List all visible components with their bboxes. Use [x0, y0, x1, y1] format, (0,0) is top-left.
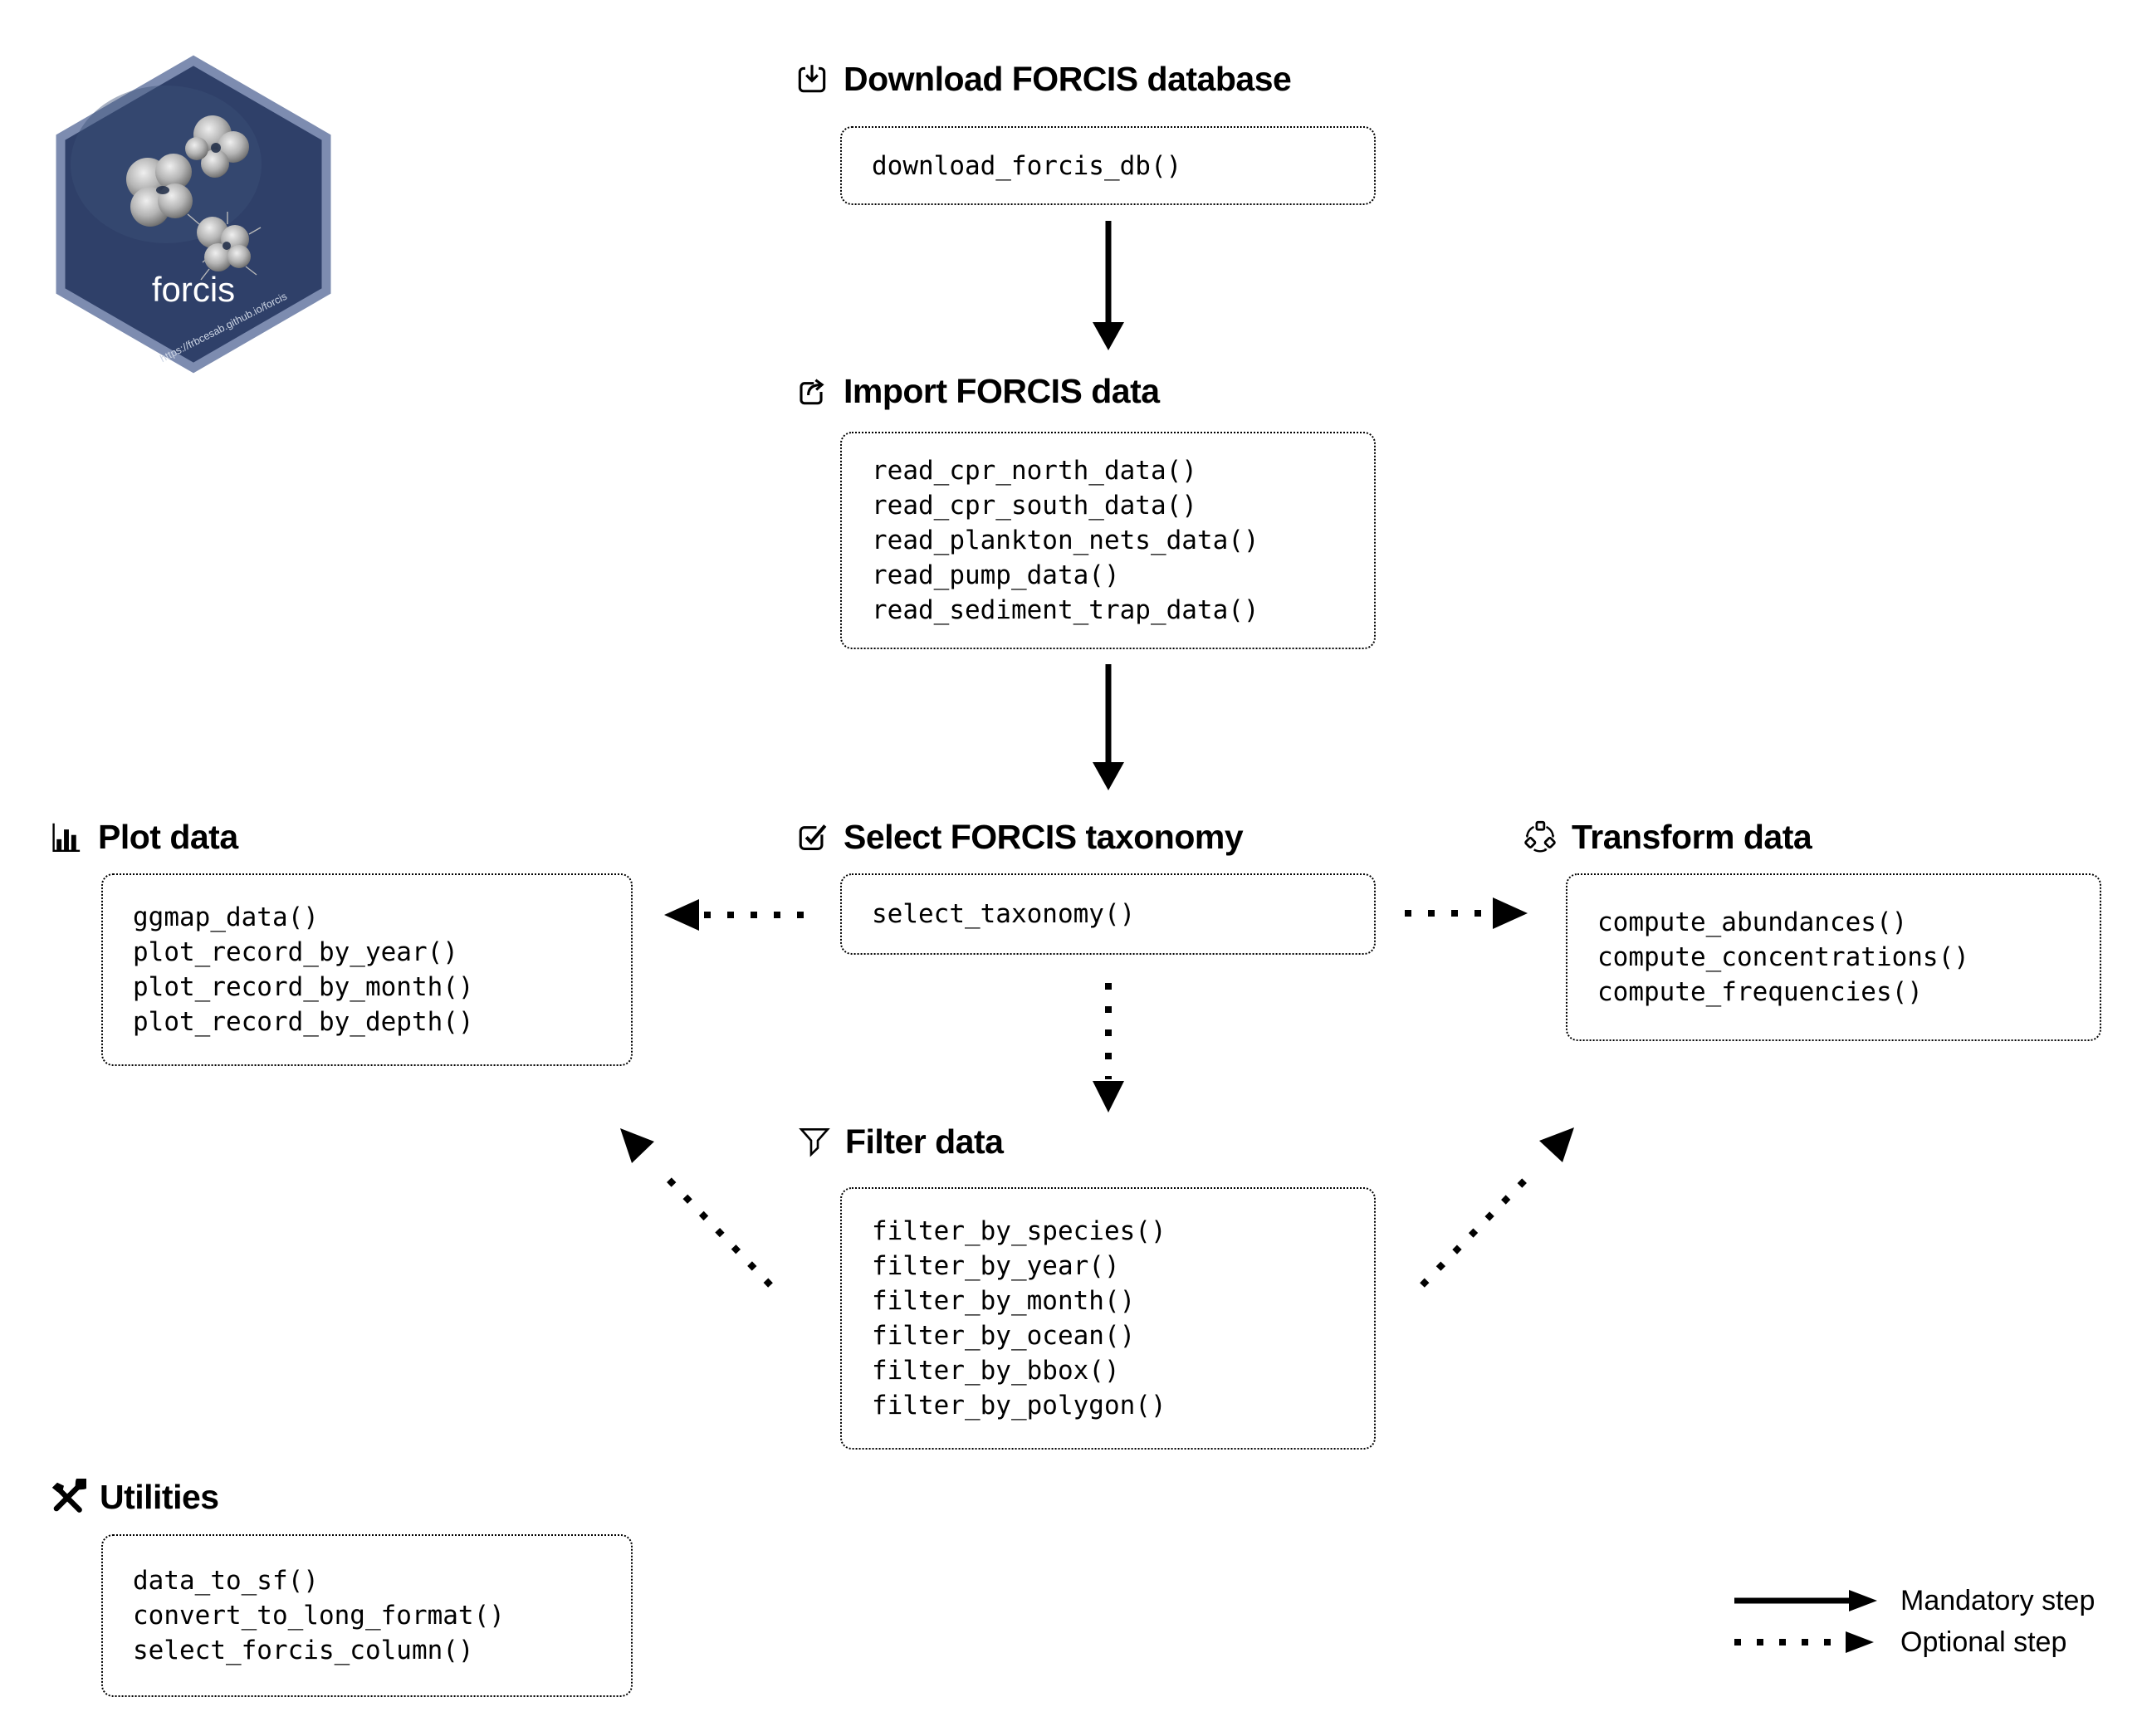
arrow-filter-to-plot	[620, 1128, 773, 1288]
download-icon	[798, 64, 826, 92]
step-title: Select FORCIS taxonomy	[844, 818, 1244, 856]
legend: Mandatory step Optional step	[1731, 1584, 2095, 1659]
function-label: select_forcis_column()	[133, 1636, 474, 1665]
function-label: read_plankton_nets_data()	[872, 526, 1259, 555]
function-label: filter_by_year()	[872, 1251, 1120, 1281]
function-label: convert_to_long_format()	[133, 1601, 505, 1631]
heading-utilities: Utilities	[48, 1478, 219, 1517]
import-icon	[800, 378, 824, 404]
legend-mandatory-label: Mandatory step	[1900, 1584, 2096, 1616]
function-label: compute_abundances()	[1597, 907, 1908, 937]
download-function-box: download_forcis_db()	[840, 126, 1376, 205]
foraminifera-image-left	[126, 154, 193, 227]
arrow-filter-to-transform	[1420, 1127, 1574, 1288]
legend-optional-row: Optional step	[1731, 1626, 2095, 1659]
function-label: select_taxonomy()	[872, 899, 1136, 929]
heading-taxonomy: Select FORCIS taxonomy	[794, 818, 1244, 857]
arrow-taxonomy-to-filter	[1093, 983, 1124, 1113]
function-label: filter_by_species()	[872, 1216, 1166, 1246]
taxonomy-function-box: select_taxonomy()	[840, 873, 1376, 955]
function-label: read_pump_data()	[872, 560, 1120, 590]
plot-function-box: ggmap_data() plot_record_by_year() plot_…	[101, 873, 633, 1066]
legend-optional-label: Optional step	[1900, 1626, 2067, 1658]
function-label: filter_by_ocean()	[872, 1321, 1136, 1351]
transform-function-box: compute_abundances() compute_concentrati…	[1566, 873, 2101, 1041]
heading-import: Import FORCIS data	[794, 372, 1160, 411]
function-label: compute_concentrations()	[1597, 942, 1969, 972]
import-function-box: read_cpr_north_data() read_cpr_south_dat…	[840, 432, 1376, 649]
tools-icon	[51, 1478, 86, 1513]
function-label: filter_by_polygon()	[872, 1391, 1166, 1421]
heading-download: Download FORCIS database	[794, 60, 1292, 99]
legend-mandatory-row: Mandatory step	[1731, 1584, 2095, 1617]
logo-title: forcis	[152, 270, 235, 309]
function-label: download_forcis_db()	[872, 150, 1182, 181]
heading-filter: Filter data	[797, 1122, 1004, 1161]
heading-transform: Transform data	[1522, 818, 1812, 857]
function-label: compute_frequencies()	[1597, 977, 1923, 1007]
bar-chart-icon	[52, 823, 81, 852]
function-label: filter_by_bbox()	[872, 1356, 1120, 1386]
arrow-taxonomy-to-plot	[664, 899, 804, 931]
step-title: Filter data	[845, 1122, 1004, 1161]
transform-cycle-icon	[1524, 820, 1556, 853]
check-square-icon	[799, 824, 827, 850]
heading-plot: Plot data	[48, 818, 238, 857]
step-title: Plot data	[98, 818, 238, 856]
hexagon-sticker	[56, 55, 331, 374]
foraminifera-image-top	[185, 115, 249, 178]
forcis-hex-logo: forcis https://frbcesab.github.io/forcis	[56, 55, 331, 374]
function-label: plot_record_by_year()	[133, 937, 458, 967]
step-title: Transform data	[1572, 818, 1812, 856]
funnel-icon	[799, 1127, 830, 1157]
arrow-import-to-taxonomy	[1093, 664, 1124, 790]
legend-optional-arrow	[1734, 1631, 1874, 1653]
function-label: read_cpr_north_data()	[872, 456, 1197, 486]
legend-mandatory-arrow	[1734, 1590, 1877, 1611]
step-title: Utilities	[100, 1478, 219, 1516]
function-label: read_sediment_trap_data()	[872, 595, 1259, 625]
function-label: ggmap_data()	[133, 902, 319, 932]
step-title: Download FORCIS database	[844, 60, 1292, 98]
arrow-download-to-import	[1093, 221, 1124, 350]
filter-function-box: filter_by_species() filter_by_year() fil…	[840, 1187, 1376, 1450]
function-label: read_cpr_south_data()	[872, 491, 1197, 521]
function-label: plot_record_by_month()	[133, 972, 474, 1002]
foraminifera-image-bottom	[187, 212, 262, 281]
function-label: filter_by_month()	[872, 1286, 1136, 1316]
function-label: data_to_sf()	[133, 1566, 319, 1596]
utilities-function-box: data_to_sf() convert_to_long_format() se…	[101, 1534, 633, 1697]
arrow-taxonomy-to-transform	[1405, 897, 1528, 929]
function-label: plot_record_by_depth()	[133, 1007, 474, 1037]
step-title: Import FORCIS data	[844, 372, 1160, 410]
